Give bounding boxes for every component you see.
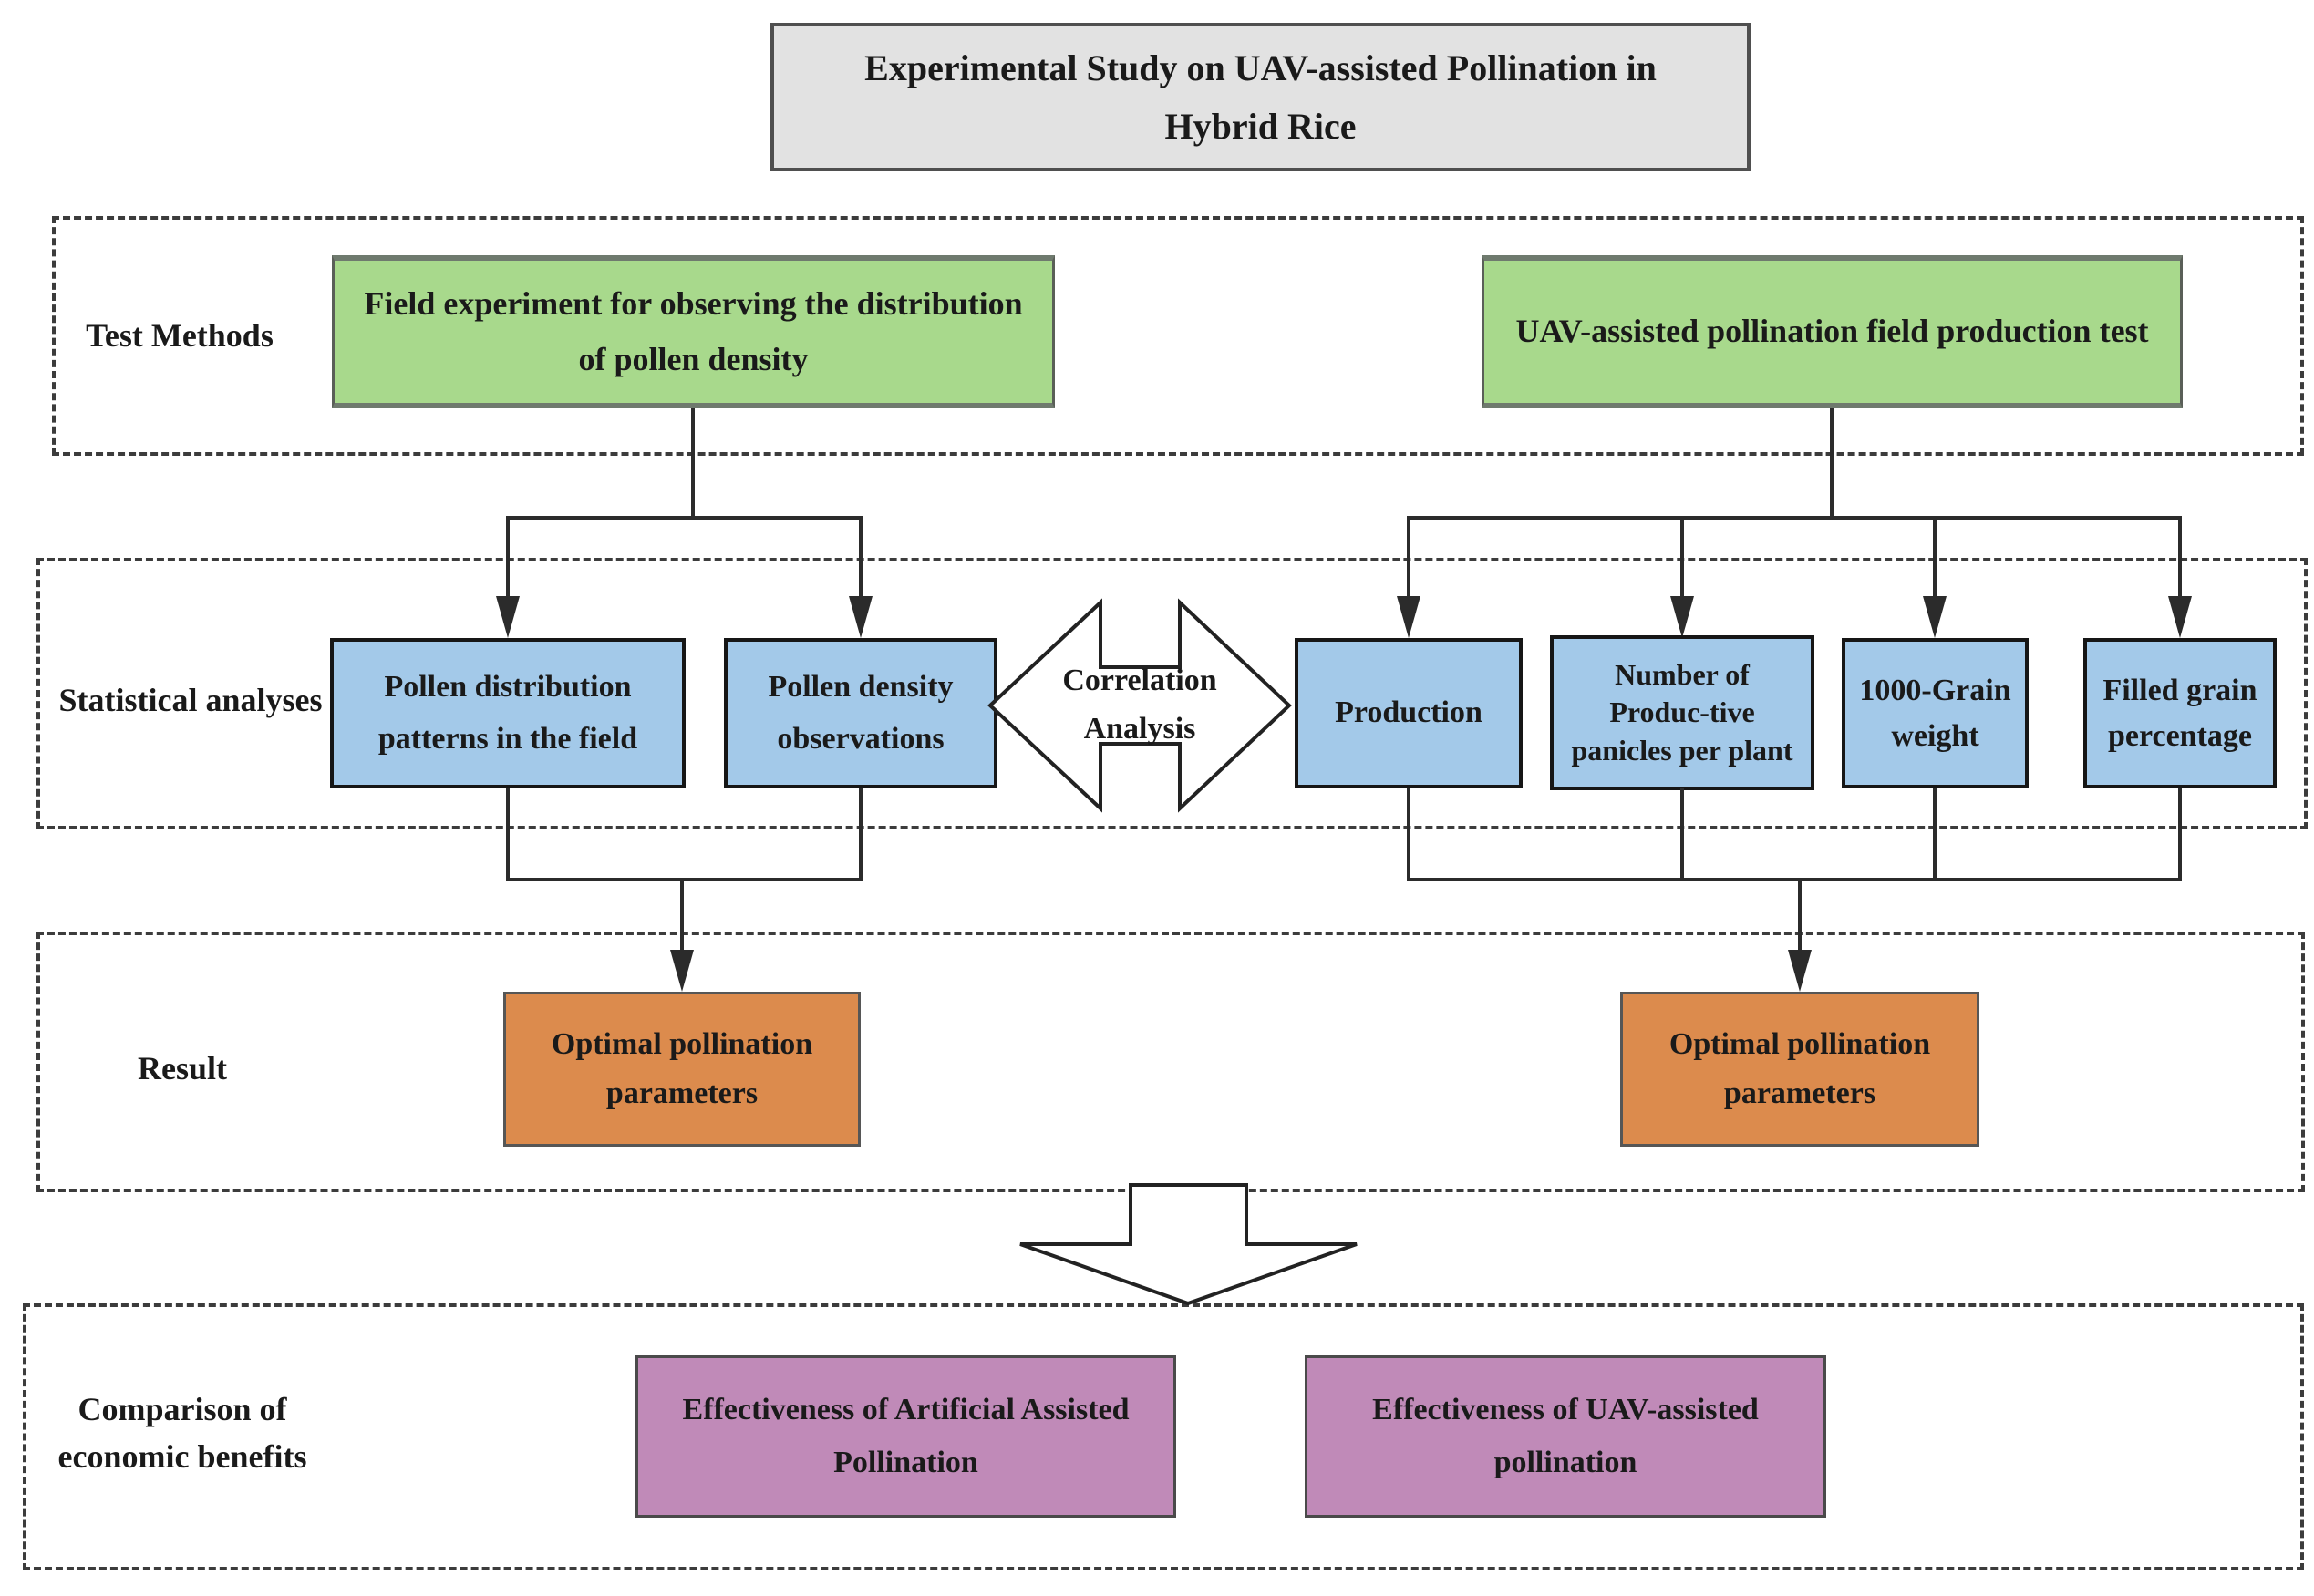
- connector-line: [1407, 516, 2182, 520]
- production-box: Production: [1295, 638, 1523, 788]
- connector-line: [506, 788, 510, 881]
- arrowhead-down-icon: [849, 596, 873, 638]
- title-text: Experimental Study on UAV-assisted Polli…: [864, 46, 1657, 147]
- pollen-distribution-box: Pollen distribution patterns in the fiel…: [330, 638, 686, 788]
- big-down-arrow: [1018, 1183, 1358, 1305]
- optimal-parameters-right-text: Optimal pollination parameters: [1668, 1026, 1931, 1110]
- field-experiment-text: Field experiment for observing the distr…: [364, 284, 1023, 377]
- productive-panicles-text: Number of Produc-tive panicles per plant: [1571, 657, 1793, 767]
- pollen-distribution-text: Pollen distribution patterns in the fiel…: [377, 670, 638, 756]
- uav-effectiveness-box: Effectiveness of UAV-assisted pollinatio…: [1305, 1355, 1826, 1518]
- result-label: Result: [138, 1050, 227, 1086]
- arrowhead-down-icon: [1923, 596, 1947, 638]
- arrowhead-down-icon: [1670, 596, 1694, 638]
- connector-line: [1933, 516, 1937, 600]
- artificial-effectiveness-text: Effectiveness of Artificial Assisted Pol…: [682, 1393, 1130, 1479]
- connector-line: [1830, 408, 1834, 520]
- arrowhead-down-icon: [2168, 596, 2192, 638]
- correlation-analysis-text: Correlation Analysis: [1062, 664, 1217, 746]
- title-box: Experimental Study on UAV-assisted Polli…: [770, 23, 1751, 171]
- connector-line: [1680, 788, 1684, 881]
- pollen-density-text: Pollen density observations: [768, 670, 954, 756]
- connector-line: [1407, 516, 1410, 600]
- filled-grain-text: Filled grain percentage: [2102, 674, 2257, 753]
- filled-grain-box: Filled grain percentage: [2083, 638, 2277, 788]
- connector-line: [1407, 788, 1410, 881]
- arrowhead-down-icon: [670, 950, 694, 992]
- connector-line: [506, 516, 510, 600]
- uav-production-test-text: UAV-assisted pollination field productio…: [1515, 313, 2149, 350]
- uav-effectiveness-text: Effectiveness of UAV-assisted pollinatio…: [1372, 1393, 1759, 1479]
- uav-production-test-box: UAV-assisted pollination field productio…: [1482, 255, 2183, 408]
- connector-line: [1798, 878, 1802, 953]
- field-experiment-box: Field experiment for observing the distr…: [332, 255, 1055, 408]
- comparison-label: Comparison of economic benefits: [57, 1391, 307, 1476]
- production-text: Production: [1335, 695, 1482, 730]
- connector-line: [2178, 788, 2182, 881]
- connector-line: [2178, 516, 2182, 600]
- connector-line: [859, 516, 863, 600]
- connector-line: [691, 408, 695, 520]
- connector-line: [1933, 788, 1937, 881]
- test-methods-container: [52, 216, 2304, 456]
- arrowhead-down-icon: [1397, 596, 1420, 638]
- comparison-container: [23, 1303, 2304, 1570]
- optimal-parameters-left-box: Optimal pollination parameters: [503, 992, 861, 1147]
- statistical-analyses-container: [36, 558, 2308, 829]
- optimal-parameters-right-box: Optimal pollination parameters: [1620, 992, 1979, 1147]
- connector-line: [506, 516, 863, 520]
- connector-line: [859, 788, 863, 881]
- connector-line: [1680, 516, 1684, 600]
- statistical-analyses-label: Statistical analyses: [58, 682, 323, 718]
- grain-weight-text: 1000-Grain weight: [1859, 674, 2011, 753]
- correlation-double-arrow: Correlation Analysis: [987, 592, 1292, 819]
- arrowhead-down-icon: [1788, 950, 1812, 992]
- optimal-parameters-left-text: Optimal pollination parameters: [551, 1026, 813, 1110]
- connector-line: [1407, 878, 2182, 881]
- pollen-density-box: Pollen density observations: [724, 638, 997, 788]
- connector-line: [680, 878, 684, 953]
- connector-line: [506, 878, 863, 881]
- grain-weight-box: 1000-Grain weight: [1842, 638, 2029, 788]
- test-methods-label: Test Methods: [86, 317, 274, 354]
- productive-panicles-box: Number of Produc-tive panicles per plant: [1550, 635, 1814, 790]
- artificial-effectiveness-box: Effectiveness of Artificial Assisted Pol…: [635, 1355, 1176, 1518]
- arrowhead-down-icon: [496, 596, 520, 638]
